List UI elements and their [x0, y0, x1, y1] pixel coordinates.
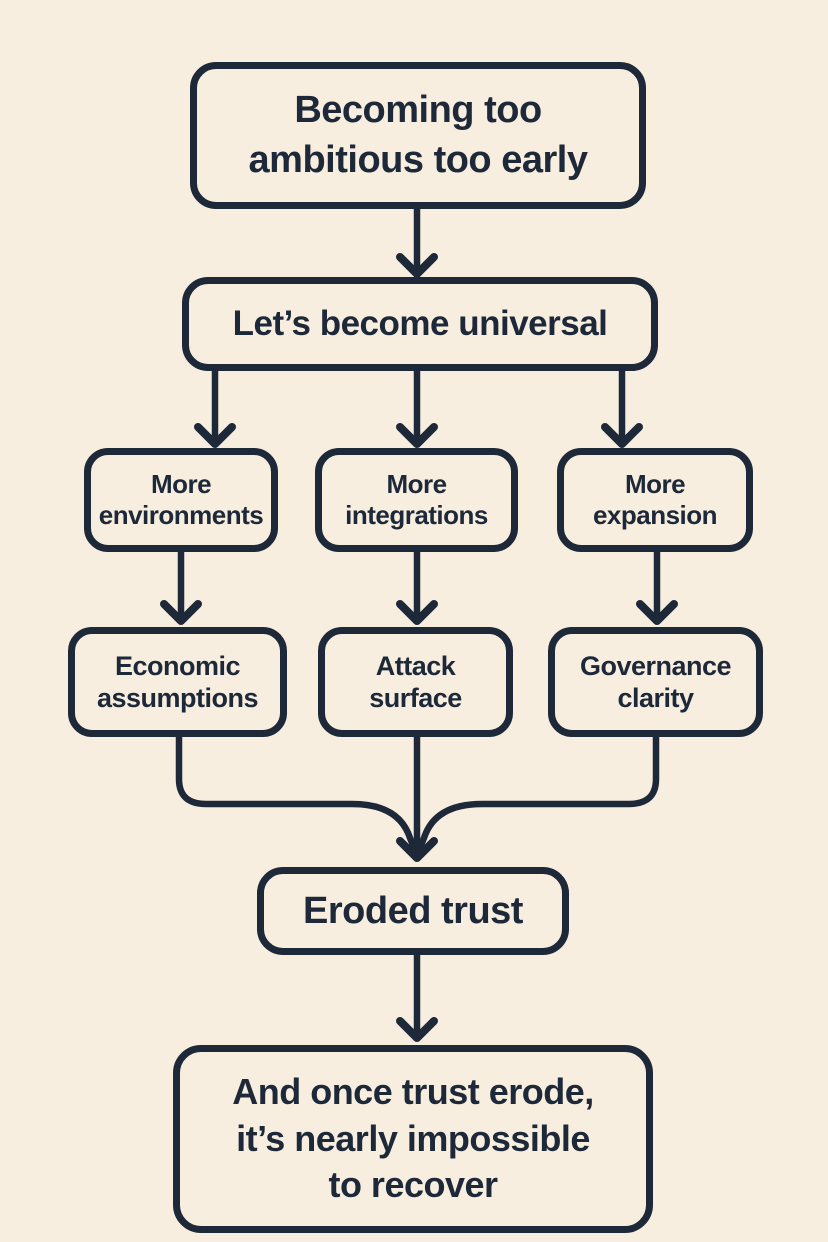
node-root: Becoming too ambitious too early	[190, 62, 646, 209]
node-economic-assumptions-label: Economic assumptions	[96, 650, 259, 713]
node-governance-clarity: Governance clarity	[548, 627, 763, 737]
node-governance-clarity-label: Governance clarity	[579, 650, 732, 713]
node-universal-label: Let’s become universal	[232, 304, 608, 343]
node-economic-assumptions: Economic assumptions	[68, 627, 287, 737]
arrowhead-icon	[160, 600, 202, 625]
node-root-label: Becoming too ambitious too early	[248, 89, 588, 181]
arrowhead-icon	[636, 600, 678, 625]
arrowhead-icon	[194, 423, 236, 448]
node-conclusion: And once trust erode, it’s nearly imposs…	[173, 1045, 653, 1233]
node-more-integrations: More integrations	[315, 448, 518, 552]
arrowhead-icon	[396, 423, 438, 448]
arrowhead-icon	[601, 423, 643, 448]
node-more-expansion: More expansion	[557, 448, 753, 552]
node-more-expansion-label: More expansion	[592, 468, 718, 530]
node-universal: Let’s become universal	[182, 277, 658, 371]
node-more-environments-label: More environments	[98, 468, 264, 530]
node-conclusion-label: And once trust erode, it’s nearly imposs…	[232, 1070, 594, 1206]
node-more-integrations-label: More integrations	[345, 468, 488, 530]
edge-governance-to-eroded	[415, 733, 660, 854]
node-attack-surface-label: Attack surface	[369, 650, 462, 713]
arrowhead-icon	[396, 837, 438, 862]
arrowhead-icon	[396, 600, 438, 625]
node-attack-surface: Attack surface	[318, 627, 513, 737]
node-more-environments: More environments	[84, 448, 278, 552]
arrowhead-icon	[396, 1017, 438, 1042]
arrowhead-icon	[396, 253, 438, 278]
node-eroded-trust-label: Eroded trust	[303, 889, 523, 932]
node-eroded-trust: Eroded trust	[257, 867, 569, 955]
edge-economic-to-eroded	[175, 733, 419, 854]
